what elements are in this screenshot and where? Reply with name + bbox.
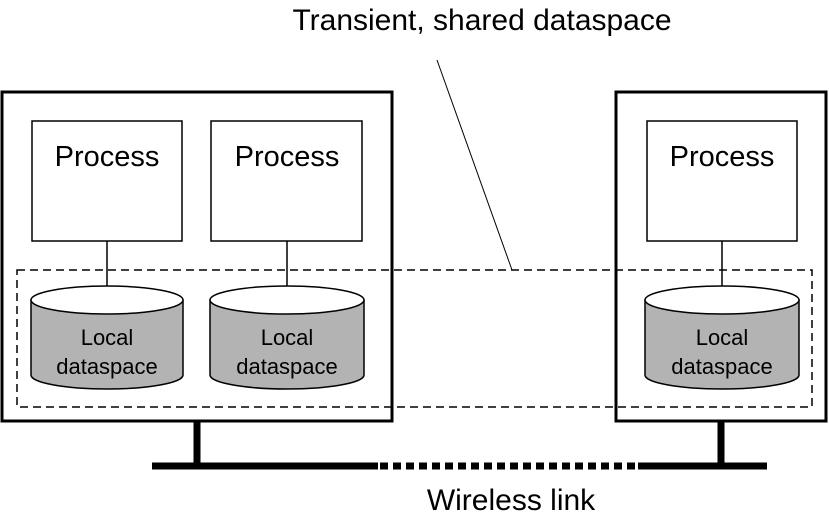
dataspace-label-line1: Local bbox=[81, 325, 134, 350]
process-box-2: Process bbox=[210, 120, 363, 242]
shared-dataspace-boundary bbox=[16, 269, 813, 408]
dataspace-label-line2: dataspace bbox=[56, 354, 158, 379]
process-box-3: Process bbox=[646, 120, 798, 242]
diagram-title: Transient, shared dataspace bbox=[292, 4, 671, 37]
local-dataspace-2: Local dataspace bbox=[209, 285, 365, 390]
dataspace-label-line2: dataspace bbox=[236, 354, 338, 379]
process-label: Process bbox=[235, 141, 340, 173]
dataspace-label-line1: Local bbox=[696, 325, 749, 350]
dataspace-label-line1: Local bbox=[261, 325, 314, 350]
wireless-link-label: Wireless link bbox=[427, 484, 596, 517]
process-label: Process bbox=[55, 141, 160, 173]
process-box-1: Process bbox=[31, 120, 183, 242]
local-dataspace-3: Local dataspace bbox=[644, 285, 800, 390]
local-dataspace-1: Local dataspace bbox=[30, 285, 184, 390]
process-label: Process bbox=[670, 141, 775, 173]
title-leader-line bbox=[436, 59, 513, 271]
dataspace-label-line2: dataspace bbox=[671, 354, 773, 379]
